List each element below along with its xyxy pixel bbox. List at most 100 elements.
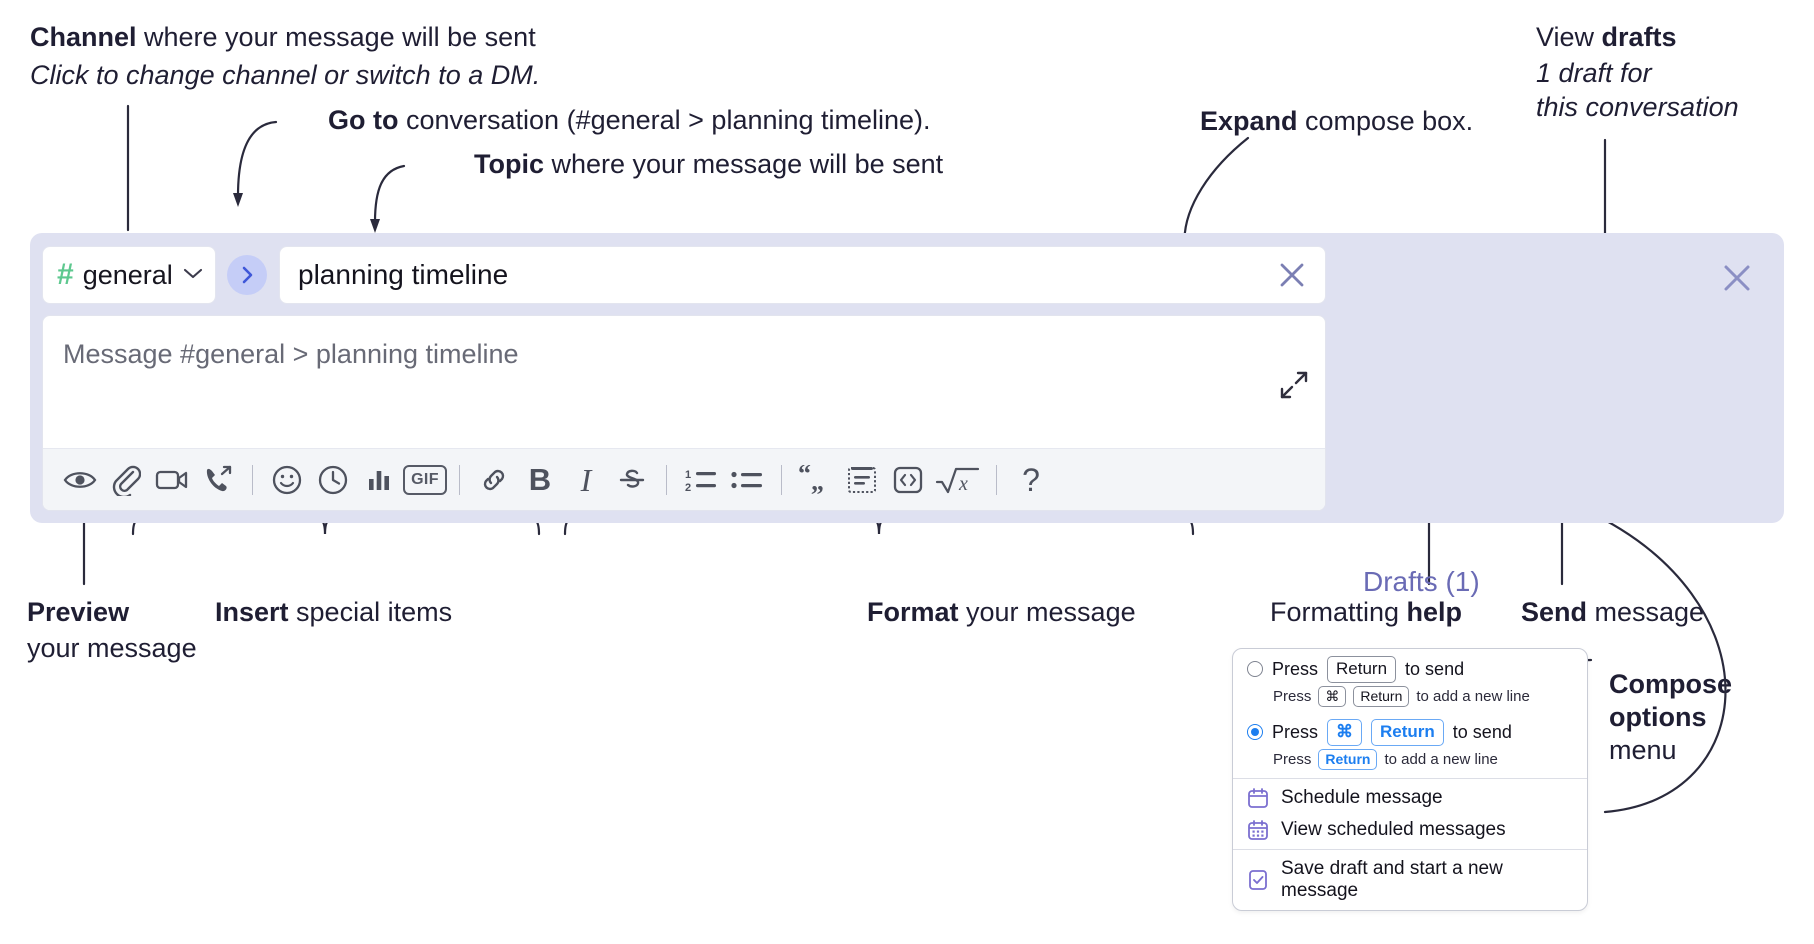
strikethrough-button[interactable] xyxy=(609,457,655,503)
send-option-return[interactable]: Press Return to send xyxy=(1233,649,1587,683)
italic-button[interactable]: I xyxy=(563,457,609,503)
annotation-insert-rest: special items xyxy=(288,597,453,627)
annotation-topic-bold: Topic xyxy=(474,149,544,179)
reminder-button[interactable] xyxy=(310,457,356,503)
toolbar-divider-2 xyxy=(459,464,460,495)
menu-item-save-draft[interactable]: Save draft and start a new message xyxy=(1233,850,1587,910)
annotation-send-bold: Send xyxy=(1521,597,1588,627)
audio-clip-button[interactable] xyxy=(195,457,241,503)
gif-icon: GIF xyxy=(403,464,447,495)
channel-selector[interactable]: # general xyxy=(42,246,216,304)
send-option-cmd-return-sub: Press Return to add a new line xyxy=(1233,746,1587,778)
annotation-help-pre: Formatting xyxy=(1270,597,1407,627)
annotation-drafts-bold: drafts xyxy=(1601,22,1677,52)
video-camera-icon xyxy=(155,470,188,489)
annotation-expand-bold: Expand xyxy=(1200,106,1298,136)
blockquote-button[interactable]: “ „ xyxy=(793,457,839,503)
code-block-button[interactable] xyxy=(839,457,885,503)
menu-item-schedule-message[interactable]: Schedule message xyxy=(1233,779,1587,817)
message-input-box[interactable]: Message #general > planning timeline xyxy=(42,315,1326,511)
ordered-list-button[interactable]: 1 2 xyxy=(678,457,724,503)
opt1-sub-pre: Press xyxy=(1273,687,1312,705)
gif-button[interactable]: GIF xyxy=(402,457,448,503)
toolbar-divider-3 xyxy=(666,464,667,495)
emoji-button[interactable] xyxy=(264,457,310,503)
opt2-sub-pre: Press xyxy=(1273,750,1312,768)
math-button[interactable]: x xyxy=(931,457,985,503)
compose-header-row: # general planning timeline xyxy=(42,245,1326,305)
attach-file-button[interactable] xyxy=(103,457,149,503)
annotation-send: Send message xyxy=(1521,597,1704,629)
toolbar-divider-1 xyxy=(252,464,253,495)
formatting-help-button[interactable]: ? xyxy=(1008,457,1054,503)
drafts-link[interactable]: Drafts (1) xyxy=(1363,566,1480,597)
inline-code-button[interactable] xyxy=(885,457,931,503)
annotation-drafts-line3: this conversation xyxy=(1536,91,1739,122)
compose-panel: Drafts (1) # general xyxy=(30,233,1784,727)
annotation-expand-rest: compose box. xyxy=(1297,106,1474,136)
svg-text:„: „ xyxy=(811,467,824,495)
link-button[interactable] xyxy=(471,457,517,503)
annotation-compose-options: Compose options menu xyxy=(1609,668,1732,767)
close-compose-icon[interactable] xyxy=(1718,259,1756,297)
opt1-pre: Press xyxy=(1272,658,1319,679)
link-chain-icon xyxy=(483,469,505,490)
annotation-topic: Topic where your message will be sent xyxy=(474,149,943,181)
paperclip-icon xyxy=(112,465,141,496)
svg-text:1: 1 xyxy=(685,469,691,481)
preview-button[interactable] xyxy=(57,457,103,503)
clear-topic-icon[interactable] xyxy=(1275,258,1309,292)
topic-input[interactable]: planning timeline xyxy=(279,246,1326,304)
annotation-compose-line1: Compose xyxy=(1609,669,1733,699)
opt2-sub-post: to add a new line xyxy=(1384,750,1498,768)
angle-brackets-icon xyxy=(893,466,923,493)
calendar-grid-icon xyxy=(1247,819,1269,841)
strikethrough-icon xyxy=(619,469,645,488)
phone-forward-icon xyxy=(206,465,232,491)
menu-divider-2 xyxy=(1233,848,1587,850)
annotation-drafts-pre: View xyxy=(1536,22,1602,52)
radio-return[interactable] xyxy=(1247,661,1263,678)
go-to-conversation-button[interactable] xyxy=(227,255,267,295)
expand-compose-box-button[interactable] xyxy=(1277,368,1311,402)
svg-text:x: x xyxy=(958,473,968,495)
annotation-topic-rest: where your message will be sent xyxy=(544,149,944,179)
ordered-list-icon: 1 2 xyxy=(685,469,716,494)
key-command: ⌘ xyxy=(1318,685,1347,707)
bold-button[interactable]: B xyxy=(517,457,563,503)
menu-item-view-scheduled[interactable]: View scheduled messages xyxy=(1233,817,1587,849)
menu-item-save-draft-label: Save draft and start a new message xyxy=(1281,857,1503,901)
annotation-insert: Insert special items xyxy=(215,597,452,629)
question-mark-icon: ? xyxy=(1022,461,1040,498)
menu-item-view-scheduled-label: View scheduled messages xyxy=(1281,818,1506,840)
annotation-goto: Go to conversation (#general > planning … xyxy=(328,105,931,137)
chevron-down-icon xyxy=(182,266,204,285)
poll-button[interactable] xyxy=(356,457,402,503)
key-return-sub: Return xyxy=(1353,685,1410,707)
square-root-x-icon: x xyxy=(935,467,980,495)
annotation-channel-sub: Click to change channel or switch to a D… xyxy=(30,59,541,90)
annotation-format: Format your message xyxy=(867,597,1136,629)
eye-icon xyxy=(63,471,97,488)
send-option-cmd-return[interactable]: Press ⌘ Return to send xyxy=(1233,715,1587,746)
radio-cmd-return[interactable] xyxy=(1247,724,1263,741)
annotation-compose-line3: menu xyxy=(1609,734,1677,765)
annotation-expand: Expand compose box. xyxy=(1200,106,1473,138)
menu-divider-1 xyxy=(1233,777,1587,779)
key-return: Return xyxy=(1327,656,1397,683)
key-command-2: ⌘ xyxy=(1327,718,1363,746)
annotation-preview-bold: Preview xyxy=(27,597,130,627)
annotation-format-bold: Format xyxy=(867,597,959,627)
leader-topic xyxy=(373,164,406,224)
annotation-drafts-line2: 1 draft for xyxy=(1536,57,1652,88)
video-clip-button[interactable] xyxy=(149,457,195,503)
compose-options-dropdown: Press Return to send Press ⌘ Return to a… xyxy=(1232,648,1588,911)
svg-text:2: 2 xyxy=(685,482,691,494)
annotation-channel: Channel where your message will be sent … xyxy=(30,22,540,92)
annotation-channel-rest: where your message will be sent xyxy=(136,22,536,52)
clock-icon xyxy=(318,465,348,494)
compose-inner: # general planning timeline xyxy=(42,245,1326,511)
toolbar-divider-5 xyxy=(996,464,997,495)
bulleted-list-button[interactable] xyxy=(724,457,770,503)
